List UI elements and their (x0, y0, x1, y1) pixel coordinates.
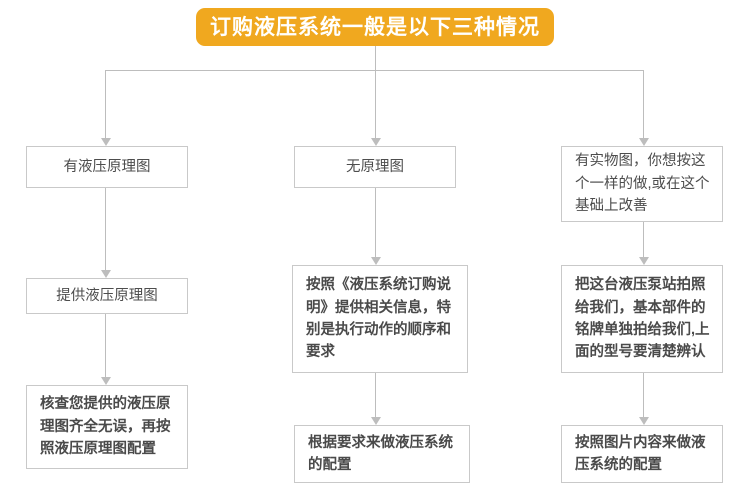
flow-node-col1-step2-text: 提供液压原理图 (56, 287, 158, 304)
arrowhead-col1-step1-to-step2 (101, 270, 111, 278)
connector-title-stem (375, 46, 376, 70)
connector-col1-step2-to-step3 (105, 314, 106, 377)
flow-node-col1-step3-text: 核查您提供的液压原理图齐全无误，再按照液压原理图配置 (40, 396, 171, 458)
connector-col3-step2-to-step3 (643, 373, 644, 417)
flow-node-col2-step1-text: 无原理图 (346, 158, 404, 175)
connector-col2-step1-to-step2 (375, 188, 376, 257)
arrowhead-col2-step1-to-step2 (371, 257, 381, 265)
flow-node-col1-step2[interactable]: 提供液压原理图 (26, 278, 188, 314)
flow-node-col1-step3[interactable]: 核查您提供的液压原理图齐全无误，再按照液压原理图配置 (26, 385, 188, 469)
connector-branch-to-col3 (643, 70, 644, 138)
arrowhead-col1-step2-to-step3 (101, 377, 111, 385)
flow-node-col3-step1-text: 有实物图，你想按这个一样的做,或在这个基础上改善 (575, 153, 710, 215)
flow-node-col1-step1-text: 有液压原理图 (63, 158, 151, 175)
flow-node-col3-step2-text: 把这台液压泵站拍照给我们，基本部件的铭牌单独拍给我们,上面的型号要清楚辨认 (575, 277, 710, 361)
flow-node-col3-step3[interactable]: 按照图片内容来做液压系统的配置 (561, 425, 723, 483)
flow-node-col2-step2[interactable]: 按照《液压系统订购说明》提供相关信息，特别是执行动作的顺序和要求 (292, 265, 468, 373)
arrowhead-col3-step1-to-step2 (639, 257, 649, 265)
flow-node-col1-step1[interactable]: 有液压原理图 (26, 146, 188, 188)
arrowhead-col2-step2-to-step3 (371, 417, 381, 425)
connector-branch-to-col1 (105, 70, 106, 138)
flow-node-col3-step3-text: 按照图片内容来做液压系统的配置 (575, 434, 706, 473)
flow-node-col2-step3-text: 根据要求来做液压系统的配置 (308, 434, 453, 473)
connector-branch-to-col2 (375, 70, 376, 138)
arrowhead-col3-step2-to-step3 (639, 417, 649, 425)
connector-col1-step1-to-step2 (105, 188, 106, 270)
connector-col2-step2-to-step3 (375, 373, 376, 417)
flowchart-title-text: 订购液压系统一般是以下三种情况 (210, 15, 540, 39)
connector-title-branch-bar (105, 70, 644, 71)
arrowhead-branch-to-col1 (101, 138, 111, 146)
flow-node-col2-step2-text: 按照《液压系统订购说明》提供相关信息，特别是执行动作的顺序和要求 (306, 277, 451, 361)
connector-col3-step1-to-step2 (643, 222, 644, 257)
arrowhead-branch-to-col3 (639, 138, 649, 146)
arrowhead-branch-to-col2 (371, 138, 381, 146)
flow-node-col3-step2[interactable]: 把这台液压泵站拍照给我们，基本部件的铭牌单独拍给我们,上面的型号要清楚辨认 (561, 265, 723, 373)
flow-node-col2-step1[interactable]: 无原理图 (294, 146, 456, 188)
flowchart-title-banner: 订购液压系统一般是以下三种情况 (196, 8, 554, 46)
flow-node-col3-step1[interactable]: 有实物图，你想按这个一样的做,或在这个基础上改善 (561, 146, 723, 222)
flow-node-col2-step3[interactable]: 根据要求来做液压系统的配置 (294, 425, 470, 483)
